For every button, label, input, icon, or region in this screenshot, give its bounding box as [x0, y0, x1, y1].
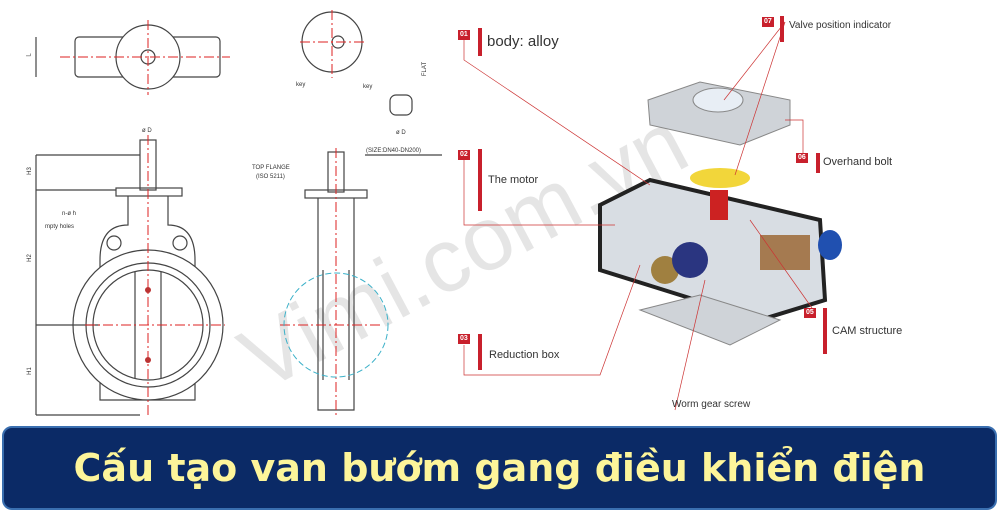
dim-label-top-flange: TOP FLANGE [252, 165, 290, 171]
dim-label-h1: H1 [26, 367, 33, 375]
title-banner: Cấu tạo van bướm gang điều khiển điện [2, 426, 997, 510]
callout-number: 05 [804, 308, 816, 318]
callout-label: CAM structure [832, 325, 903, 337]
dim-label-size: (SIZE:DN40-DN200) [366, 148, 422, 154]
callout-bar [478, 334, 482, 370]
callout-number: 03 [458, 334, 470, 344]
callout-number: 07 [762, 17, 774, 27]
technical-drawing [35, 10, 842, 416]
dim-label-diameter-flat: ø D [396, 130, 406, 136]
callout-label: Valve position indicator [789, 20, 892, 31]
callout-number: 02 [458, 150, 470, 160]
banner-title: Cấu tạo van bướm gang điều khiển điện [73, 446, 926, 490]
dim-label-key-1: key [296, 82, 306, 88]
dim-label-flat: FLAT [422, 61, 429, 77]
dim-label-key-2: key [363, 84, 373, 90]
callout-label: The motor [488, 174, 539, 186]
callout-label: Reduction box [489, 349, 560, 361]
callout-label: Overhand bolt [823, 156, 893, 168]
callout-bar [780, 16, 784, 42]
dim-label-diameter: ø D [142, 128, 152, 134]
dim-label-h3: H3 [26, 167, 33, 175]
callout-number: 01 [458, 30, 470, 40]
dim-label-iso: (ISO 5211) [256, 174, 285, 180]
dim-label-l: L [26, 53, 33, 57]
dim-label-holes-n: n-ø h [62, 211, 77, 217]
callout-number: 06 [796, 153, 808, 163]
callout-worm-gear-screw: Worm gear screw [672, 399, 751, 410]
callout-bar [816, 153, 820, 173]
callout-bar [478, 28, 482, 56]
callout-bar [478, 149, 482, 211]
callout-label: body: alloy [487, 33, 559, 50]
dim-label-h2: H2 [26, 254, 33, 262]
callout-bar [823, 308, 827, 354]
dim-label-holes: mpty holes [45, 224, 75, 230]
